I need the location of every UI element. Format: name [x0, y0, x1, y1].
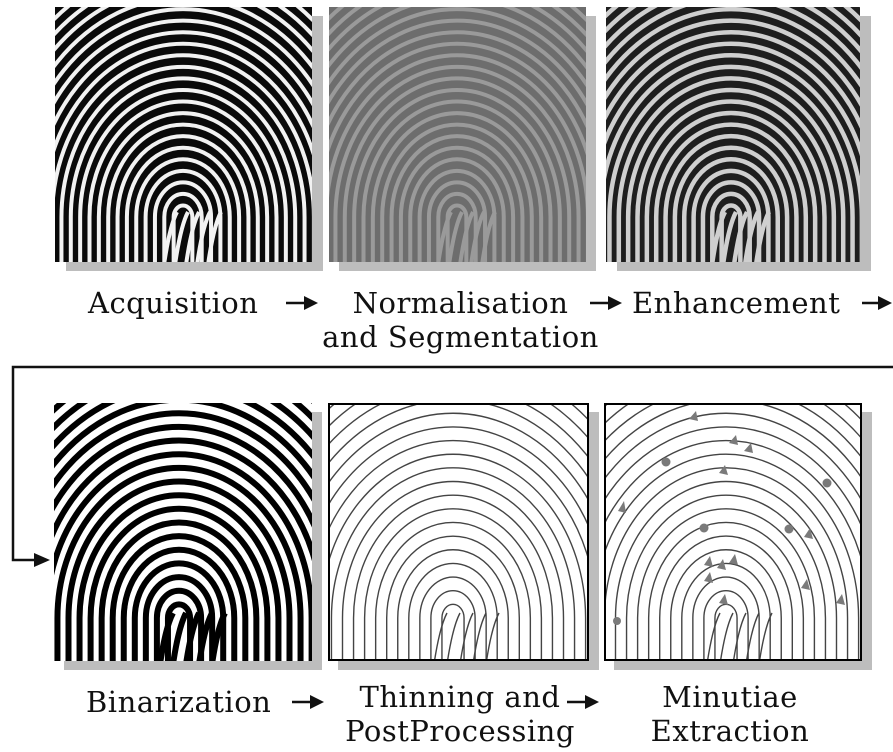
- row-connector-arrow: [0, 0, 893, 752]
